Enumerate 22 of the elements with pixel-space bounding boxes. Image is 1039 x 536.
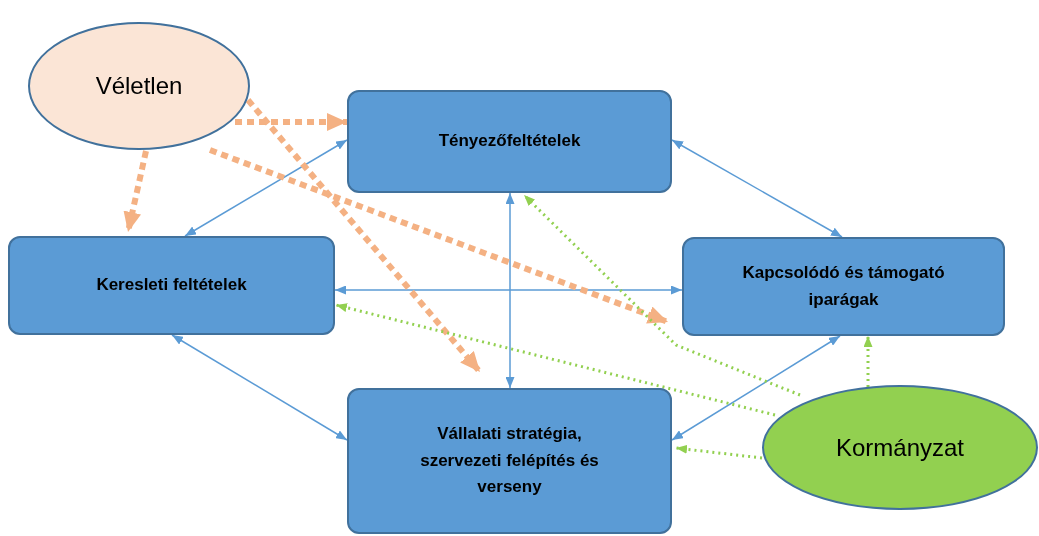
node-label: Kormányzat xyxy=(835,432,965,463)
arrow xyxy=(671,139,843,238)
arrow xyxy=(208,147,670,325)
arrow xyxy=(334,285,683,295)
arrow xyxy=(123,150,149,233)
node-label: Keresleti feltételek xyxy=(96,274,247,297)
arrow xyxy=(184,139,348,237)
rounded-box xyxy=(682,237,1005,336)
arrow xyxy=(171,334,348,441)
node-label: Kapcsolódó és támogató iparágak xyxy=(741,262,946,311)
rounded-box xyxy=(8,236,335,335)
node-label: Véletlen xyxy=(95,71,183,102)
node-label: Vállalati stratégia, szervezeti felépítés és verseny xyxy=(419,423,600,499)
arrow xyxy=(335,303,776,417)
arrow xyxy=(671,335,841,441)
node-label: Tényezőfeltételek xyxy=(438,130,581,153)
rounded-box xyxy=(347,90,672,193)
arrow xyxy=(675,444,763,460)
arrow xyxy=(235,113,347,131)
rounded-box xyxy=(347,388,672,534)
arrow xyxy=(522,193,801,397)
arrow xyxy=(505,192,515,389)
